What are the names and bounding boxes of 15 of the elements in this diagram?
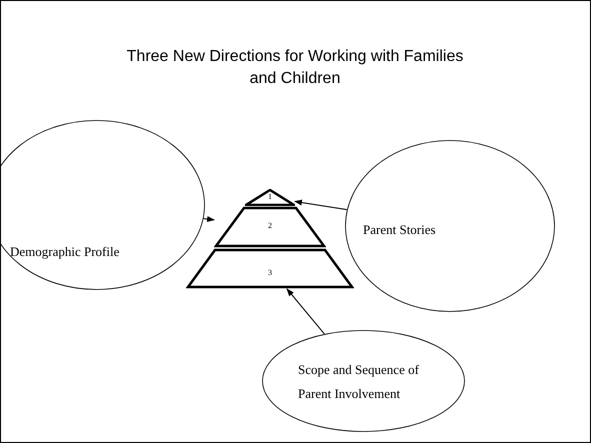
tier-number: 3: [267, 268, 273, 278]
pyramid-tier: [214, 206, 326, 248]
node-label: Scope and Sequence of Parent Involvement: [298, 361, 420, 403]
tier-number: 1: [267, 192, 273, 202]
pyramid-tier: [245, 189, 295, 206]
node-label: Parent Stories: [363, 221, 437, 239]
arrow: [294, 200, 348, 210]
arrow: [286, 288, 325, 334]
node-label: Demographic Profile: [10, 243, 120, 261]
ellipse-node: [262, 330, 465, 432]
pyramid-tier: [186, 248, 354, 289]
ellipse-node: [345, 140, 555, 312]
arrow: [203, 216, 215, 222]
tier-number: 2: [267, 221, 273, 231]
title: Three New Directions for Working with Families and Children: [126, 47, 464, 89]
